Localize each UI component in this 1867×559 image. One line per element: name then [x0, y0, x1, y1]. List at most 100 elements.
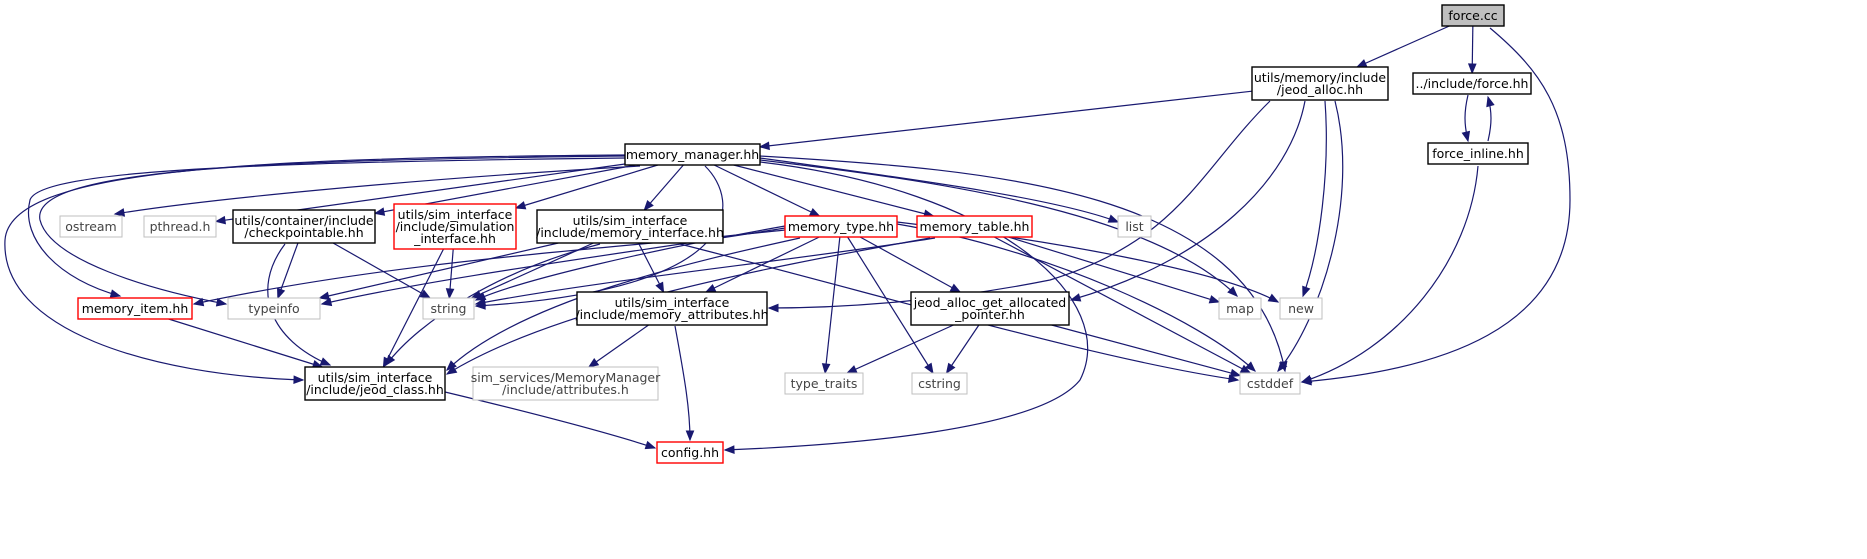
edge-memory_manager-to-ostream: [113, 165, 641, 217]
edge-memory_interface-to-memory_attributes: [637, 242, 665, 294]
node-label: sim_services/MemoryManager: [471, 370, 661, 385]
edge-jeod_alloc-to-memory_manager: [758, 90, 1253, 151]
node-label: map: [1226, 301, 1254, 316]
edge-memory_manager-to-typeinfo: [39, 155, 626, 307]
edge-line: [475, 237, 936, 305]
edge-memory_type-to-cstring: [847, 236, 934, 375]
arrowhead: [113, 208, 126, 217]
edge-memory_table-to-cstddef: [993, 236, 1252, 374]
node-get-allocated-pointer[interactable]: jeod_alloc_get_allocated_pointer.hh: [910, 291, 1070, 326]
arrowhead: [474, 297, 487, 307]
arrowhead: [1278, 360, 1288, 373]
edge-memory_attributes-to-mm_attributes: [587, 324, 649, 368]
arrowhead: [214, 215, 227, 225]
node-config[interactable]: config.hh: [656, 441, 724, 464]
edge-line: [385, 243, 601, 366]
arrowhead: [704, 283, 717, 293]
node-label: type_traits: [791, 376, 858, 391]
edge-jeod_alloc-to-memory_attributes: [767, 100, 1271, 313]
node-simulation-interface[interactable]: utils/sim_interface/include/simulation_i…: [393, 203, 517, 250]
node-box: [910, 291, 1070, 326]
arrowhead: [192, 297, 205, 307]
node-memory-table[interactable]: memory_table.hh: [916, 215, 1033, 238]
node-jeod-class[interactable]: utils/sim_interface/include/jeod_class.h…: [304, 366, 446, 401]
edge-line: [759, 90, 1253, 148]
edge-get_allocated_pointer-to-cstring: [945, 324, 980, 375]
edge-force_inline-to-cstddef: [1300, 165, 1479, 384]
edge-line: [515, 164, 659, 209]
edge-memory_type-to-string: [474, 225, 786, 301]
arrowhead: [1245, 361, 1256, 372]
edge-memory_manager-to-simulation_interface: [514, 164, 659, 210]
node-box: [784, 215, 898, 238]
arrowhead: [445, 288, 455, 300]
edge-line: [713, 164, 820, 217]
edge-memory_type-to-get_allocated_pointer: [859, 236, 962, 293]
node-box: [576, 291, 768, 326]
arrowhead: [373, 207, 386, 216]
node-label: jeod_alloc_get_allocated: [913, 295, 1066, 310]
edge-line: [705, 236, 820, 293]
node-box: [143, 215, 217, 238]
node-label: pthread.h: [150, 219, 211, 234]
node-label: string: [431, 301, 467, 316]
edge-memory_interface-to-typeinfo: [318, 242, 559, 301]
node-cstddef: cstddef: [1239, 372, 1301, 395]
node-label: utils/memory/include: [1254, 70, 1387, 85]
node-force-inline[interactable]: force_inline.hh: [1427, 142, 1529, 165]
edge-checkpointable-to-string: [332, 242, 432, 299]
arrowhead: [655, 281, 665, 294]
node-memory-attributes[interactable]: utils/sim_interface/include/memory_attri…: [575, 291, 769, 326]
edge-jeod_alloc-to-cstddef: [1277, 100, 1344, 373]
arrowhead: [949, 283, 962, 293]
edge-line: [588, 324, 649, 368]
edge-line: [27, 157, 626, 297]
arrowhead: [643, 199, 654, 212]
edge-line: [1070, 100, 1306, 301]
node-label: new: [1288, 301, 1314, 316]
edge-line: [277, 242, 299, 299]
arrowhead: [723, 445, 735, 454]
edge-line: [759, 157, 1119, 223]
node-label: utils/sim_interface: [318, 370, 433, 385]
edge-line: [768, 100, 1271, 309]
node-label: _interface.hh: [413, 231, 496, 246]
edge-line: [1051, 324, 1241, 377]
node-jeod-alloc[interactable]: utils/memory/include/jeod_alloc.hh: [1251, 66, 1389, 101]
edge-jeod_alloc-to-new: [1302, 100, 1327, 298]
edge-line: [674, 325, 691, 441]
arrowhead: [445, 365, 458, 375]
arrowhead: [1227, 286, 1238, 297]
node-label: /include/memory_attributes.hh: [575, 307, 768, 322]
node-force-cc[interactable]: force.cc: [1441, 4, 1505, 27]
arrowhead: [1069, 293, 1082, 302]
edge-line: [859, 236, 961, 293]
arrowhead: [1467, 63, 1477, 75]
node-label: ostream: [65, 219, 116, 234]
node-label: cstring: [918, 376, 961, 391]
node-label: utils/sim_interface: [398, 207, 513, 222]
node-label: typeinfo: [248, 301, 299, 316]
node-memory-type[interactable]: memory_type.hh: [784, 215, 898, 238]
edge-memory_attributes-to-config: [674, 325, 695, 442]
node-label: _pointer.hh: [954, 307, 1025, 322]
edge-force_hh-to-force_inline: [1461, 94, 1471, 143]
arrowhead: [1300, 374, 1313, 384]
arrowhead: [109, 289, 122, 298]
arrowhead: [293, 375, 305, 385]
edge-get_allocated_pointer-to-cstddef: [1051, 324, 1242, 378]
arrowhead: [474, 292, 487, 301]
node-label: memory_type.hh: [788, 219, 894, 234]
arrowhead: [320, 297, 333, 307]
node-box: [304, 366, 446, 401]
node-typeinfo: typeinfo: [227, 297, 321, 320]
node-box: [1412, 72, 1532, 95]
node-memory-item[interactable]: memory_item.hh: [77, 297, 193, 320]
node-checkpointable[interactable]: utils/container/include/checkpointable.h…: [232, 209, 376, 244]
edge-line: [1301, 165, 1479, 383]
node-memory-manager[interactable]: memory_manager.hh: [624, 143, 761, 166]
node-memory-interface[interactable]: utils/sim_interface/include/memory_inter…: [536, 209, 724, 244]
node-force-hh[interactable]: ../include/force.hh: [1412, 72, 1532, 95]
arrowhead: [1486, 95, 1495, 108]
